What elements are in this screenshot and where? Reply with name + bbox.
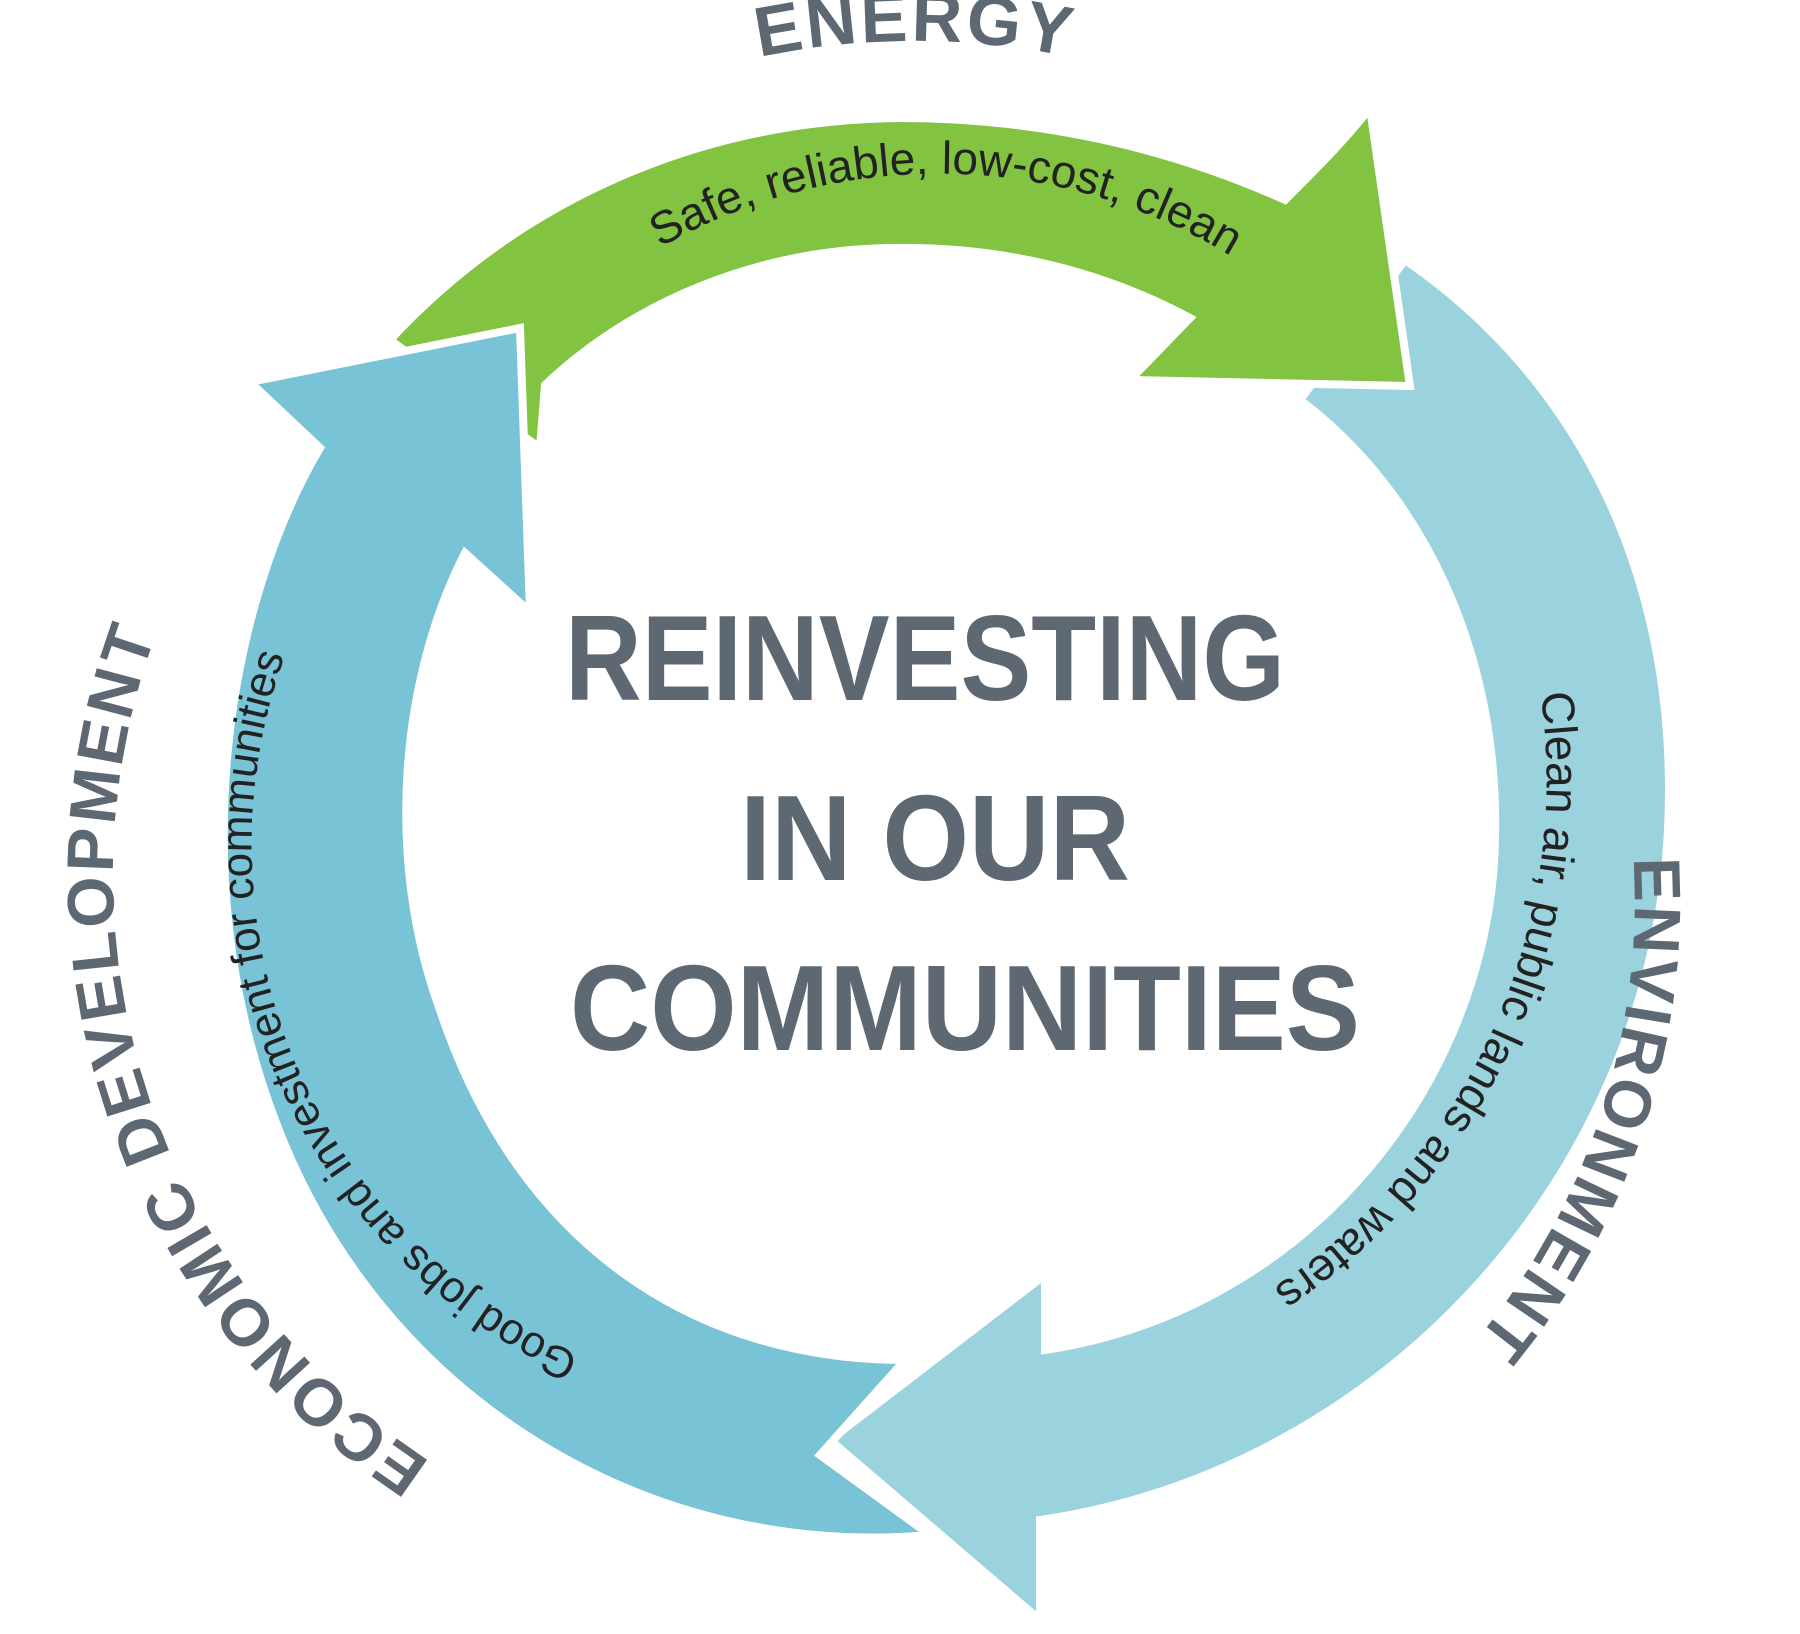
center-title-line-1: REINVESTING xyxy=(565,590,1285,726)
energy-arrow xyxy=(383,98,1415,456)
economic-development-arrow xyxy=(219,323,941,1542)
center-title-line-2: IN OUR xyxy=(740,770,1130,906)
energy-title: ENERGY xyxy=(748,0,1082,71)
environment-arrow xyxy=(823,254,1673,1629)
center-title-line-3: COMMUNITIES xyxy=(570,940,1360,1076)
